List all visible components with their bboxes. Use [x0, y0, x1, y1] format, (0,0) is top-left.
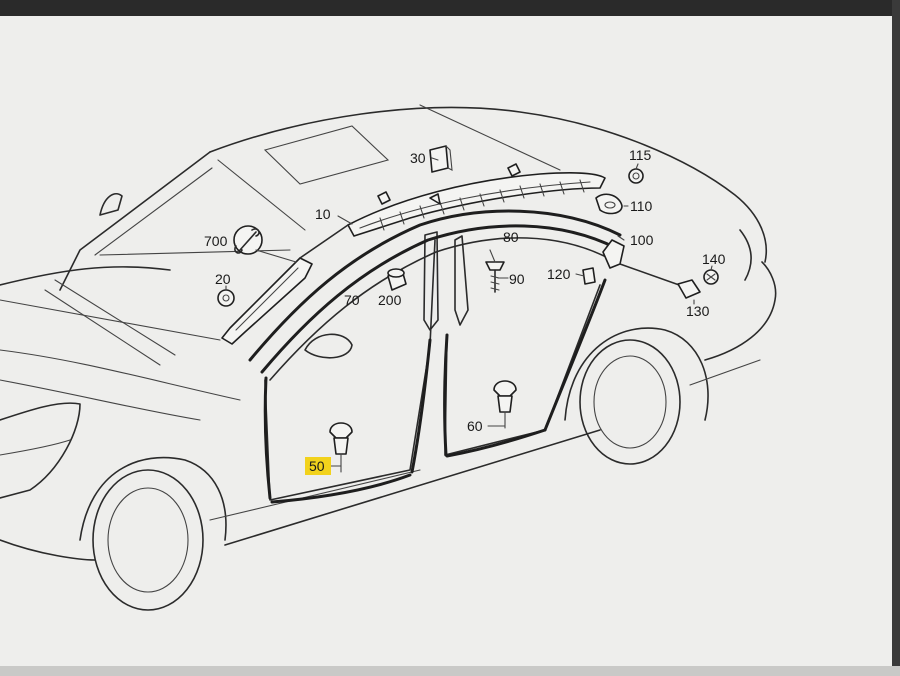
clip-part-140	[703, 269, 719, 285]
grommet-part-60	[493, 380, 517, 429]
car-body-outline	[0, 104, 777, 611]
monitor-bezel-right	[892, 0, 900, 676]
callout-labels: 10 20 30 50 60 70 80 90 100 110 115 120 …	[204, 147, 726, 475]
callout-50: 50	[309, 458, 325, 474]
doors	[263, 231, 607, 504]
callout-50-highlight	[305, 457, 331, 475]
callout-100: 100	[630, 232, 654, 248]
callout-80: 80	[503, 229, 519, 245]
callout-110: 110	[630, 198, 653, 214]
callout-200: 200	[378, 292, 402, 308]
callout-700: 700	[204, 233, 228, 249]
callout-115: 115	[629, 147, 652, 163]
clip-part-115	[628, 168, 644, 184]
callout-70: 70	[344, 292, 360, 308]
callout-10: 10	[315, 206, 331, 222]
callout-30: 30	[410, 150, 426, 166]
bracket-part-30	[429, 145, 453, 173]
leader-lines	[225, 157, 713, 467]
roof-rail-seal	[248, 209, 622, 381]
clip-part-20	[217, 289, 235, 307]
screw-part-120	[582, 267, 596, 285]
callout-120: 120	[547, 266, 571, 282]
callout-90: 90	[509, 271, 525, 287]
callout-60: 60	[467, 418, 483, 434]
callout-130: 130	[686, 303, 710, 319]
trim-part-130	[602, 239, 701, 299]
callout-20: 20	[215, 271, 231, 287]
callout-140: 140	[702, 251, 726, 267]
screw-part-90	[485, 261, 505, 293]
monitor-bezel-bottom	[0, 666, 900, 676]
monitor-bezel-top	[0, 0, 900, 16]
grommet-part-50	[329, 422, 353, 473]
wrench-tool-icon	[233, 225, 297, 263]
plate-part-110	[595, 193, 623, 215]
plug-part-200	[387, 268, 407, 291]
curtain-airbag	[221, 163, 606, 345]
